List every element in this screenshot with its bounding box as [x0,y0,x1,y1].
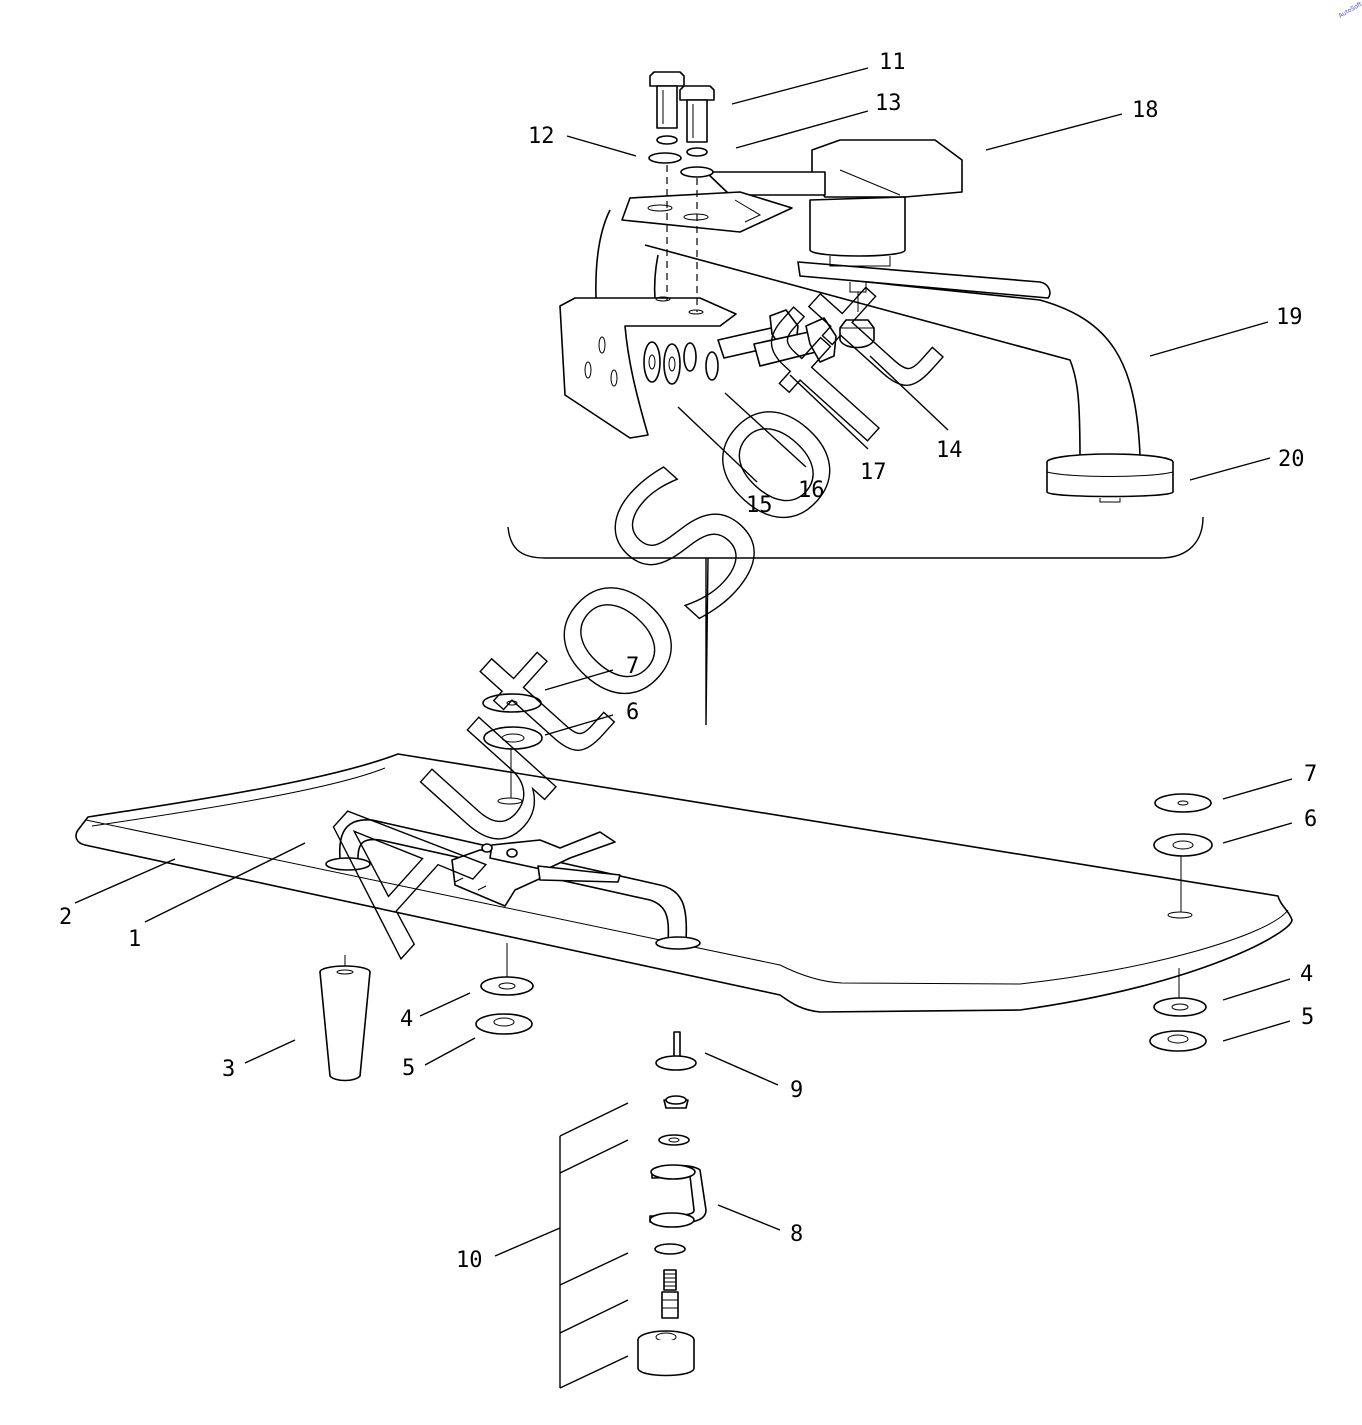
arm-assembly-detail [559,71,1174,503]
callout-9: 9 [790,1078,803,1103]
callout-7-right: 7 [1304,762,1317,787]
callout-4-left: 4 [400,1007,413,1032]
callout-7-left: 7 [626,654,639,679]
callout-15: 15 [746,493,773,518]
callout-4-right: 4 [1300,962,1313,987]
leader-lines [74,67,1293,1257]
callout-20: 20 [1278,447,1305,472]
callout-5-right: 5 [1301,1005,1314,1030]
callout-5-left: 5 [402,1056,415,1081]
callout-18: 18 [1132,98,1159,123]
callout-12: 12 [528,124,555,149]
callout-17: 17 [860,460,887,485]
callout-13: 13 [875,91,902,116]
callout-19: 19 [1276,305,1303,330]
callout-labels: 11 12 13 18 19 14 15 16 17 20 7 6 7 6 2 … [59,50,1317,1273]
callout-10: 10 [456,1248,483,1273]
callout-6-left: 6 [626,700,639,725]
board-assembly [75,693,1293,1082]
callout-2: 2 [59,905,72,930]
callout-8: 8 [790,1222,803,1247]
callout-1: 1 [128,927,141,952]
callout-14: 14 [936,438,963,463]
callout-16: 16 [798,478,825,503]
clamp-assembly [559,1031,707,1389]
corner-watermark: AutoSoft [1338,0,1362,19]
callout-11: 11 [879,50,906,75]
detail-bracket [507,516,1204,726]
callout-6-right: 6 [1304,807,1317,832]
callout-3: 3 [222,1057,235,1082]
